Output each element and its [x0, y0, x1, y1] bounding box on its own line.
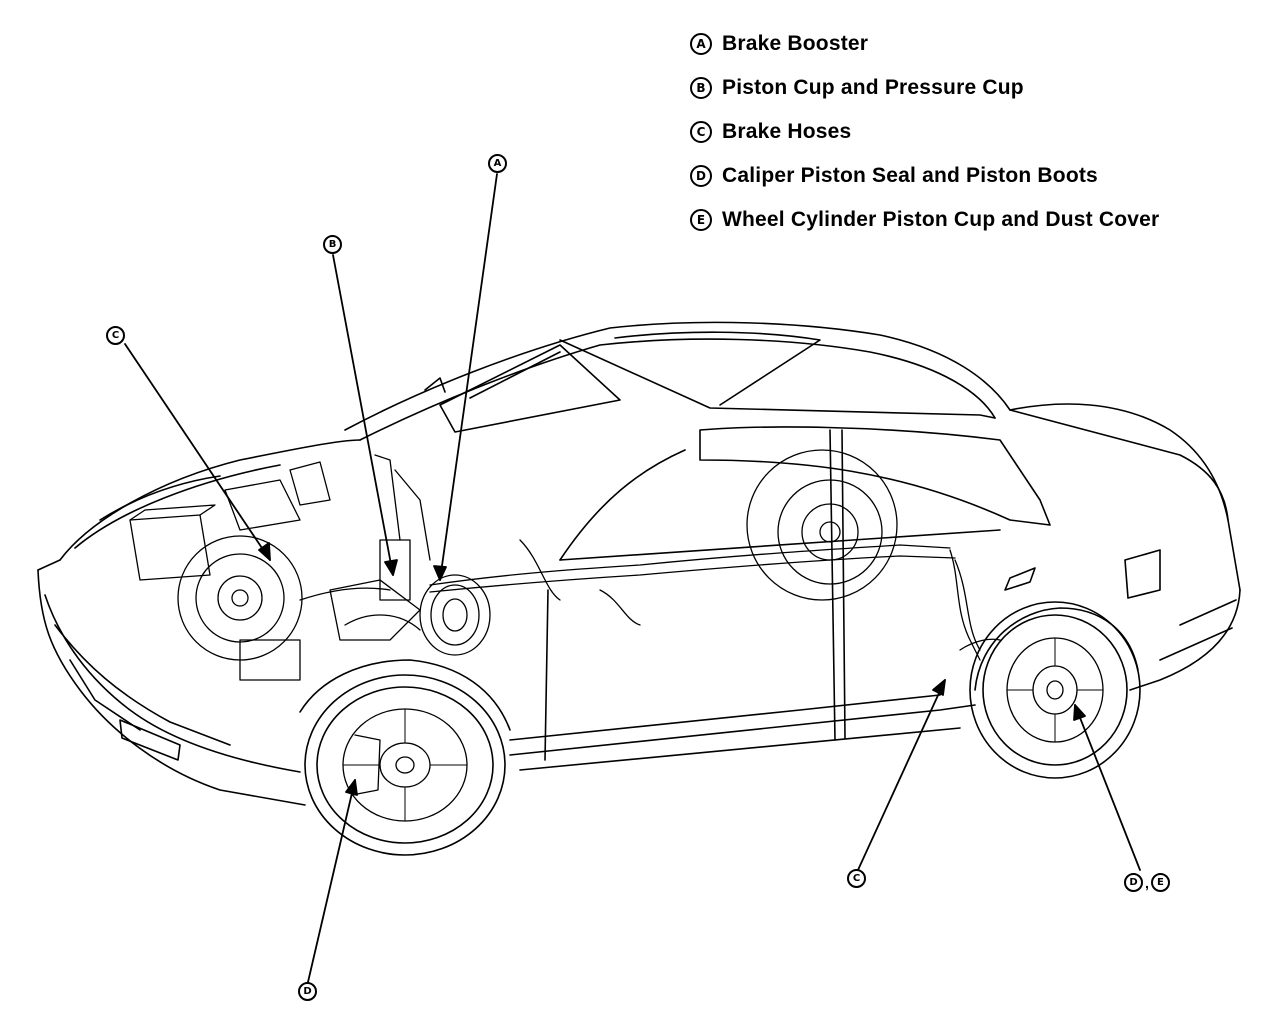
- callout-b-badge: B: [323, 235, 342, 254]
- callout-a-badge: A: [488, 154, 507, 173]
- engine-bay: [129, 454, 981, 681]
- legend-label-a: Brake Booster: [722, 32, 869, 55]
- callout-c-rear: C: [847, 869, 866, 888]
- legend-badge-a: A: [690, 33, 712, 55]
- callout-de-rear: D , E: [1124, 873, 1170, 892]
- rear-left-wheel: [746, 449, 898, 601]
- leader-lines: [124, 173, 1141, 983]
- callout-d-front-badge: D: [298, 982, 317, 1001]
- rear-right-wheel: [959, 601, 1141, 779]
- callout-c-front: C: [106, 326, 125, 345]
- callout-c-rear-badge: C: [847, 869, 866, 888]
- legend-item-d: D Caliper Piston Seal and Piston Boots: [690, 154, 1250, 198]
- callout-de-rear-e-badge: E: [1150, 873, 1170, 892]
- callout-b: B: [323, 235, 342, 254]
- callout-c-front-badge: C: [106, 326, 125, 345]
- car-body: [37, 321, 1241, 806]
- legend-item-a: A Brake Booster: [690, 22, 1250, 66]
- legend-label-e: Wheel Cylinder Piston Cup and Dust Cover: [722, 208, 1160, 231]
- legend-label-c: Brake Hoses: [722, 120, 852, 143]
- callout-de-rear-separator: ,: [1145, 874, 1149, 891]
- legend-item-e: E Wheel Cylinder Piston Cup and Dust Cov…: [690, 198, 1250, 242]
- front-right-wheel: [304, 674, 506, 856]
- legend-badge-d: D: [690, 165, 712, 187]
- legend-badge-b: B: [690, 77, 712, 99]
- legend-badge-e: E: [690, 209, 712, 231]
- legend-badge-c: C: [690, 121, 712, 143]
- legend-item-b: B Piston Cup and Pressure Cup: [690, 66, 1250, 110]
- legend-item-c: C Brake Hoses: [690, 110, 1250, 154]
- callout-a: A: [488, 154, 507, 173]
- legend-label-b: Piston Cup and Pressure Cup: [722, 76, 1024, 99]
- legend-label-d: Caliper Piston Seal and Piston Boots: [722, 164, 1098, 187]
- callout-de-rear-d-badge: D: [1124, 873, 1143, 892]
- callout-d-front: D: [298, 982, 317, 1001]
- front-left-wheel: [177, 535, 303, 661]
- parts-legend: A Brake Booster B Piston Cup and Pressur…: [690, 22, 1250, 242]
